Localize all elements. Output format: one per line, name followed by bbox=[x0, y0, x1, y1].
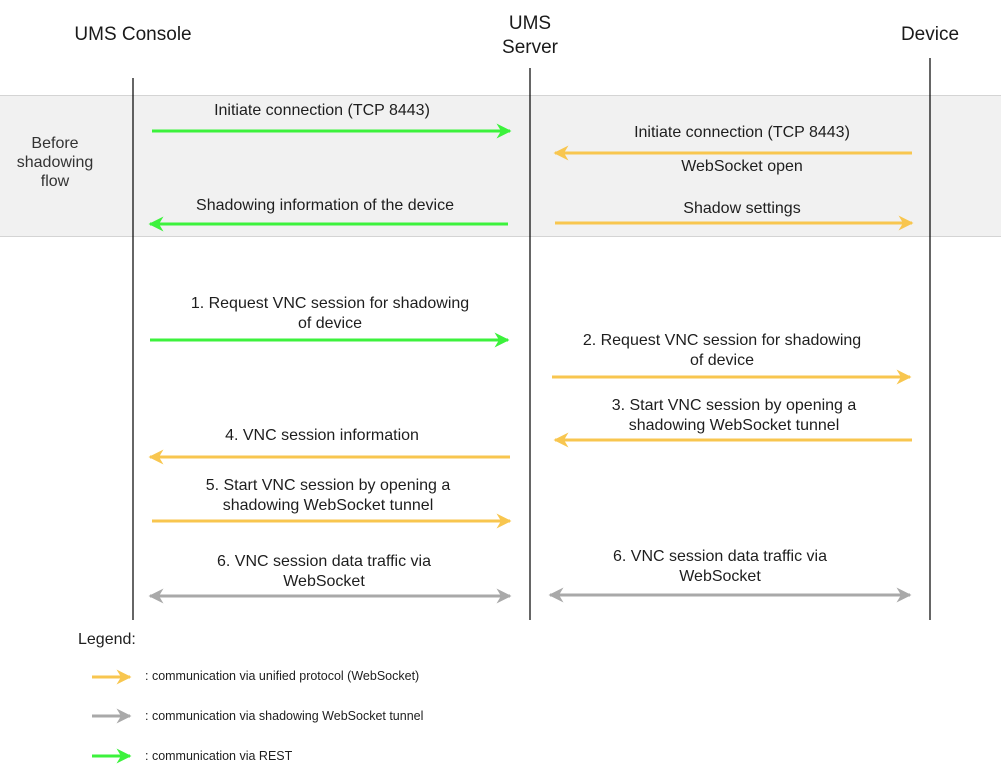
participant-ums-server: UMS Server bbox=[480, 12, 580, 60]
label-step5-line1: 5. Start VNC session by opening a bbox=[205, 477, 451, 494]
before-shadowing-band bbox=[0, 95, 1001, 237]
label-shadow-info: Shadowing information of the device bbox=[196, 197, 454, 214]
label-step5: 5. Start VNC session by opening a shadow… bbox=[158, 476, 498, 516]
label-step2: 2. Request VNC session for shadowing of … bbox=[552, 331, 892, 371]
label-step2-line2: of device bbox=[689, 352, 755, 369]
label-step6-right: 6. VNC session data traffic via WebSocke… bbox=[550, 547, 890, 587]
participant-ums-console: UMS Console bbox=[74, 24, 192, 45]
label-step1-line1: 1. Request VNC session for shadowing bbox=[190, 295, 470, 312]
label-step6-left: 6. VNC session data traffic via WebSocke… bbox=[154, 552, 494, 592]
label-step3-line2: shadowing WebSocket tunnel bbox=[628, 417, 840, 434]
legend-title: Legend: bbox=[78, 631, 136, 648]
label-step2-line1: 2. Request VNC session for shadowing bbox=[582, 332, 862, 349]
participant-ums-server-line2: Server bbox=[502, 37, 558, 58]
label-step6-right-line1: 6. VNC session data traffic via bbox=[612, 548, 828, 565]
before-shadowing-label: Before shadowing flow bbox=[10, 134, 100, 191]
band-label-line1: Before bbox=[31, 135, 79, 152]
label-step1: 1. Request VNC session for shadowing of … bbox=[160, 294, 500, 334]
label-step1-line2: of device bbox=[297, 315, 363, 332]
label-initiate-device: Initiate connection (TCP 8443) bbox=[634, 124, 850, 141]
participant-device: Device bbox=[900, 24, 960, 45]
label-step6-left-line2: WebSocket bbox=[283, 573, 365, 590]
label-initiate-console: Initiate connection (TCP 8443) bbox=[214, 102, 430, 119]
legend-text-tunnel: : communication via shadowing WebSocket … bbox=[145, 709, 424, 723]
legend-text-rest: : communication via REST bbox=[145, 749, 293, 763]
legend-text-websocket: : communication via unified protocol (We… bbox=[145, 669, 420, 683]
label-step6-right-line2: WebSocket bbox=[679, 568, 761, 585]
band-label-line2: shadowing bbox=[16, 154, 94, 171]
participant-ums-server-line1: UMS bbox=[508, 13, 552, 34]
label-step5-line2: shadowing WebSocket tunnel bbox=[222, 497, 434, 514]
label-step4: 4. VNC session information bbox=[225, 427, 419, 444]
band-label-line3: flow bbox=[40, 173, 70, 190]
label-step3: 3. Start VNC session by opening a shadow… bbox=[564, 396, 904, 436]
label-websocket-open: WebSocket open bbox=[681, 158, 803, 175]
label-shadow-settings: Shadow settings bbox=[683, 200, 801, 217]
label-step3-line1: 3. Start VNC session by opening a bbox=[611, 397, 857, 414]
label-step6-left-line1: 6. VNC session data traffic via bbox=[216, 553, 432, 570]
